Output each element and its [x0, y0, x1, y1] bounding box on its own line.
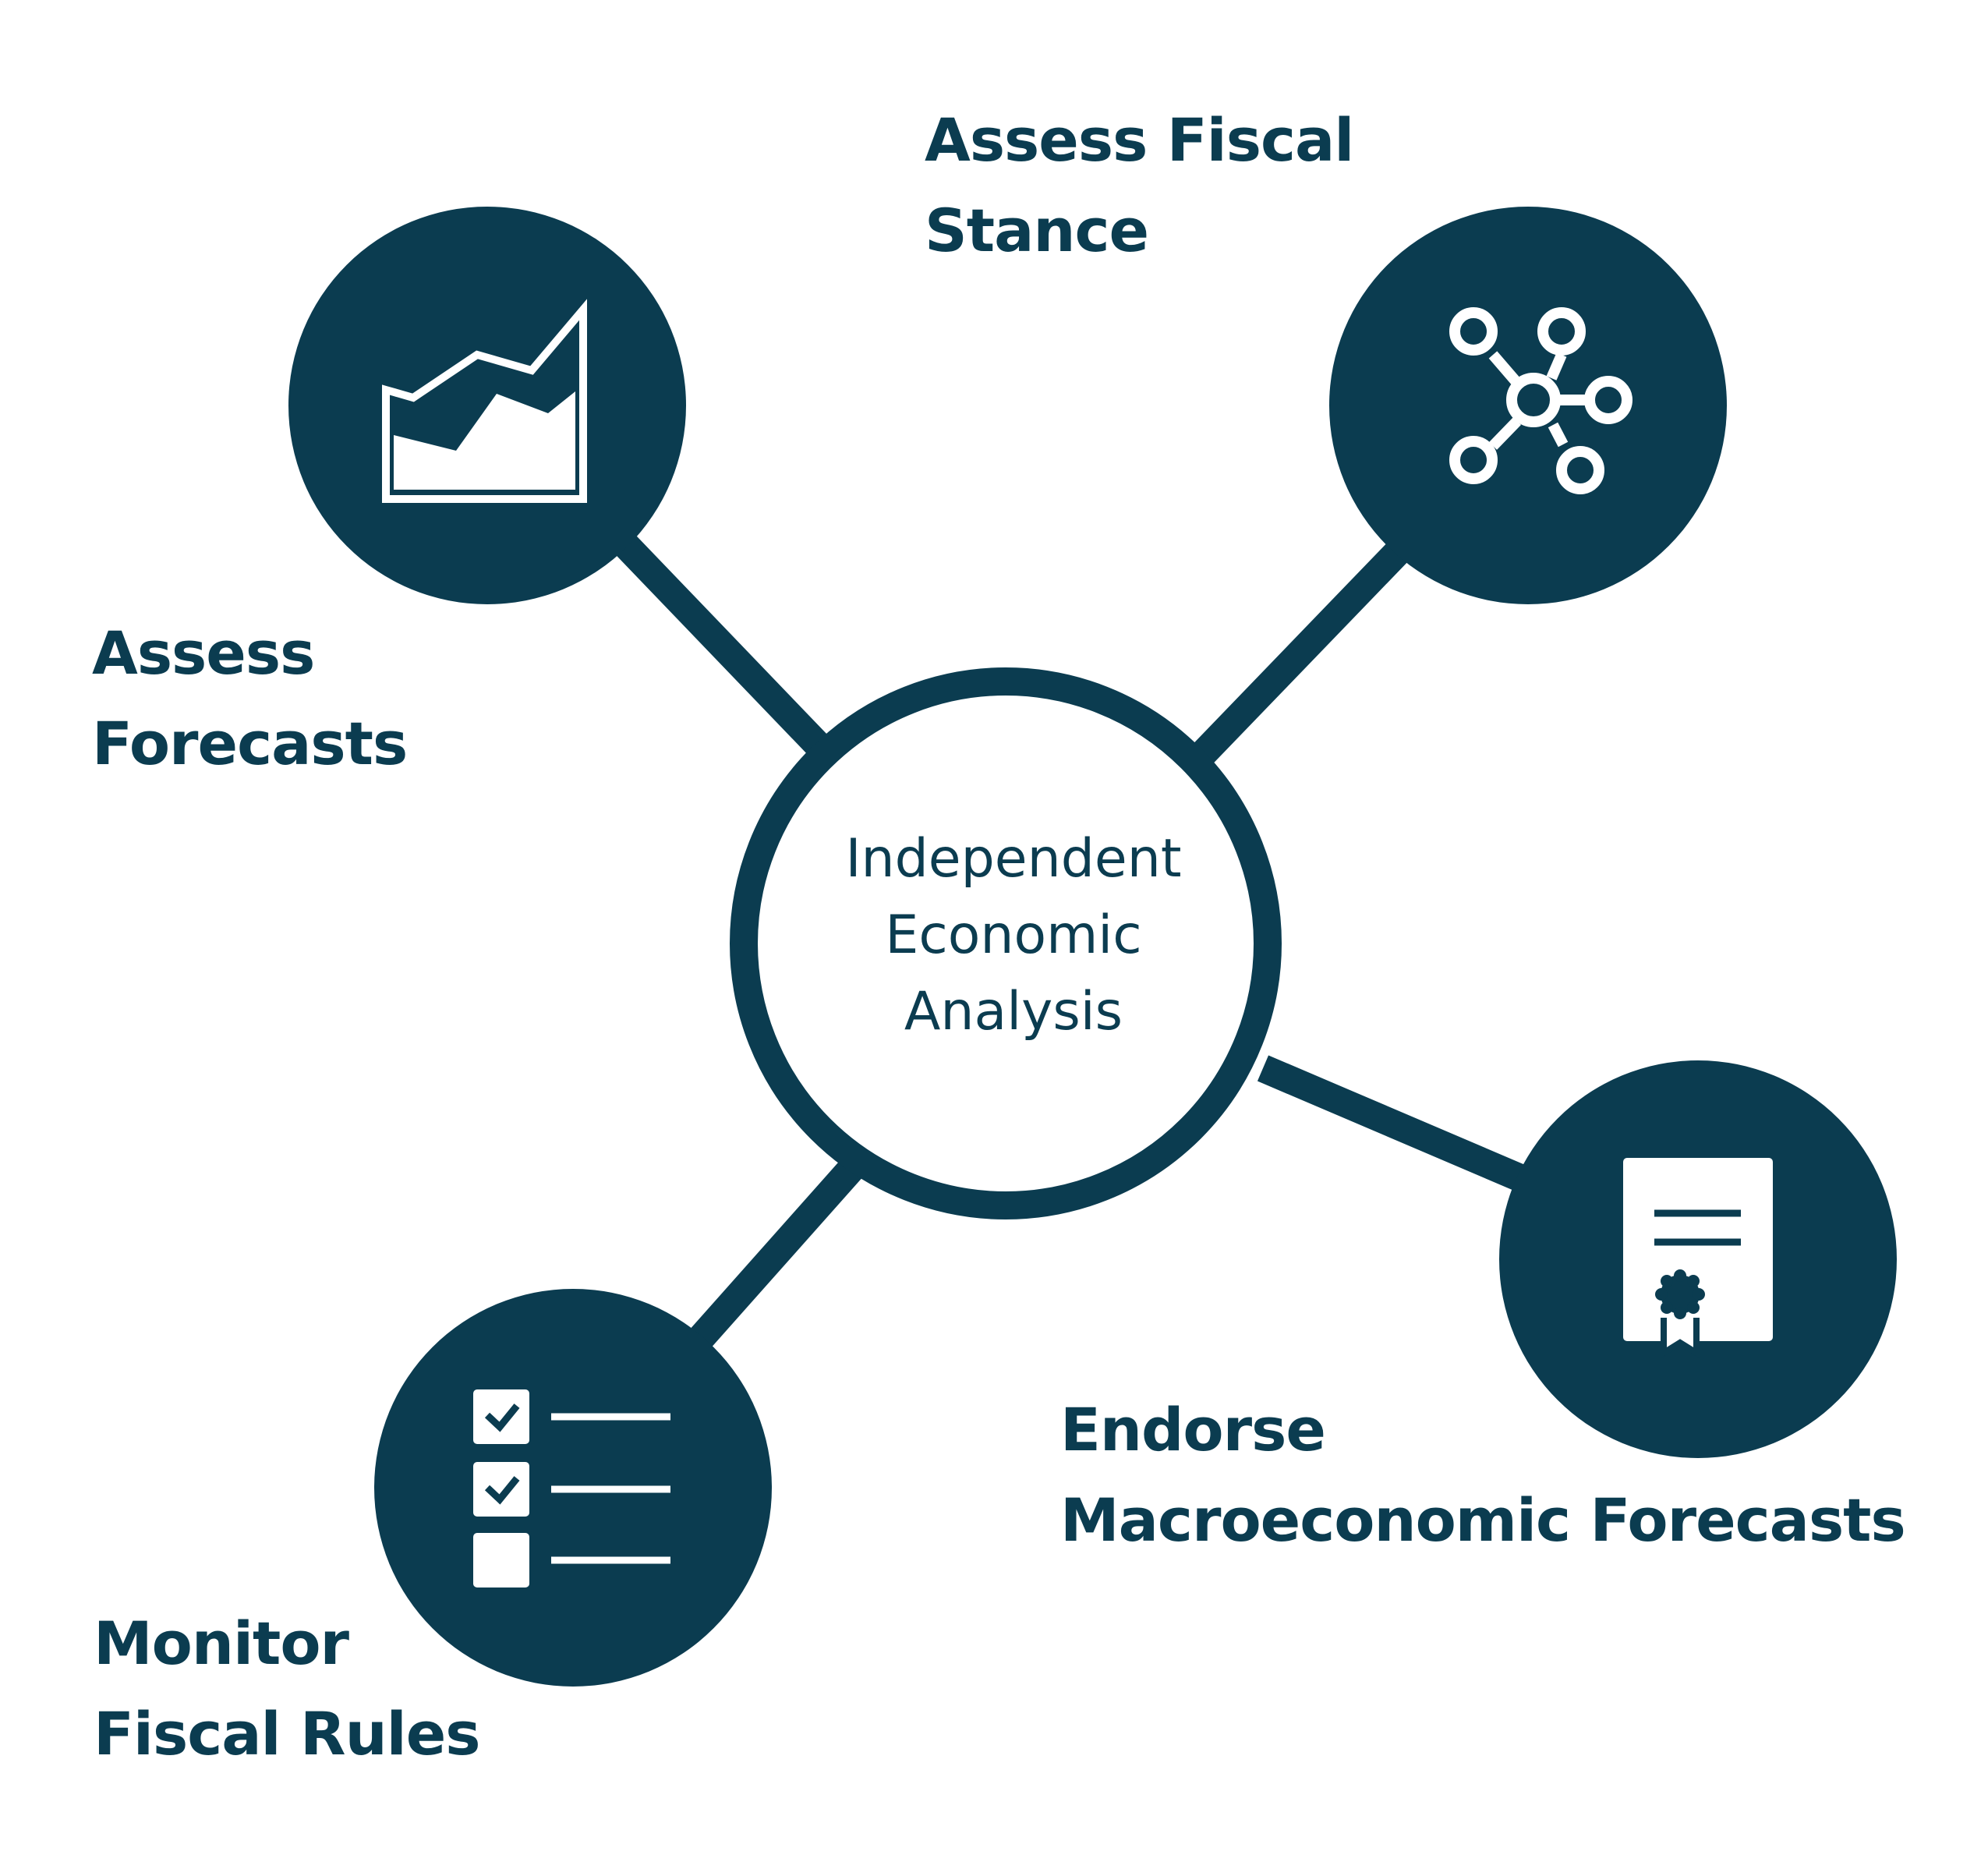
- connector-assess-fiscal-stance: [1190, 526, 1424, 766]
- connector-monitor-fiscal-rules: [691, 1152, 868, 1347]
- label-monitor-fiscal-rules-line-1: Monitor: [94, 1609, 349, 1678]
- label-monitor-fiscal-rules: Monitor Fiscal Rules: [94, 1598, 481, 1779]
- label-assess-forecasts-line-2: Forecasts: [92, 709, 408, 778]
- node-circle-assess-fiscal-stance: [1329, 207, 1727, 604]
- label-monitor-fiscal-rules-line-2: Fiscal Rules: [94, 1699, 481, 1768]
- connector-assess-forecasts: [590, 508, 839, 766]
- area-chart-icon: [382, 299, 587, 503]
- label-assess-forecasts: Assess Forecasts: [92, 608, 408, 789]
- center-label-line-1: Independent: [845, 828, 1182, 890]
- connectors: [590, 508, 1525, 1347]
- label-assess-fiscal-stance-line-1: Assess Fiscal: [925, 105, 1354, 175]
- label-assess-fiscal-stance-line-2: Stance: [925, 196, 1149, 265]
- center-label-line-3: Analysis: [904, 981, 1123, 1042]
- center-label-line-2: Economic: [885, 904, 1142, 966]
- label-endorse-macro-line-2: Macroeconomic Forecasts: [1060, 1485, 1906, 1555]
- central-hub: [730, 667, 1282, 1219]
- label-assess-fiscal-stance: Assess Fiscal Stance: [925, 95, 1354, 276]
- label-endorse-macro-line-1: Endorse: [1060, 1395, 1326, 1464]
- label-endorse-macro: Endorse Macroeconomic Forecasts: [1060, 1385, 1906, 1566]
- node-circle-assess-forecasts: [288, 207, 686, 604]
- label-assess-forecasts-line-1: Assess: [92, 618, 315, 688]
- connector-endorse-macro: [1257, 1055, 1525, 1191]
- certificate-icon: [1623, 1158, 1773, 1359]
- network-icon: [1449, 307, 1632, 494]
- node-monitor-fiscal-rules: [374, 1289, 772, 1687]
- node-assess-forecasts: [288, 207, 686, 604]
- checklist-icon: [473, 1389, 670, 1588]
- center-label: Independent Economic Analysis: [811, 821, 1216, 1050]
- node-assess-fiscal-stance: [1329, 207, 1727, 604]
- node-endorse-macro: [1499, 1060, 1897, 1458]
